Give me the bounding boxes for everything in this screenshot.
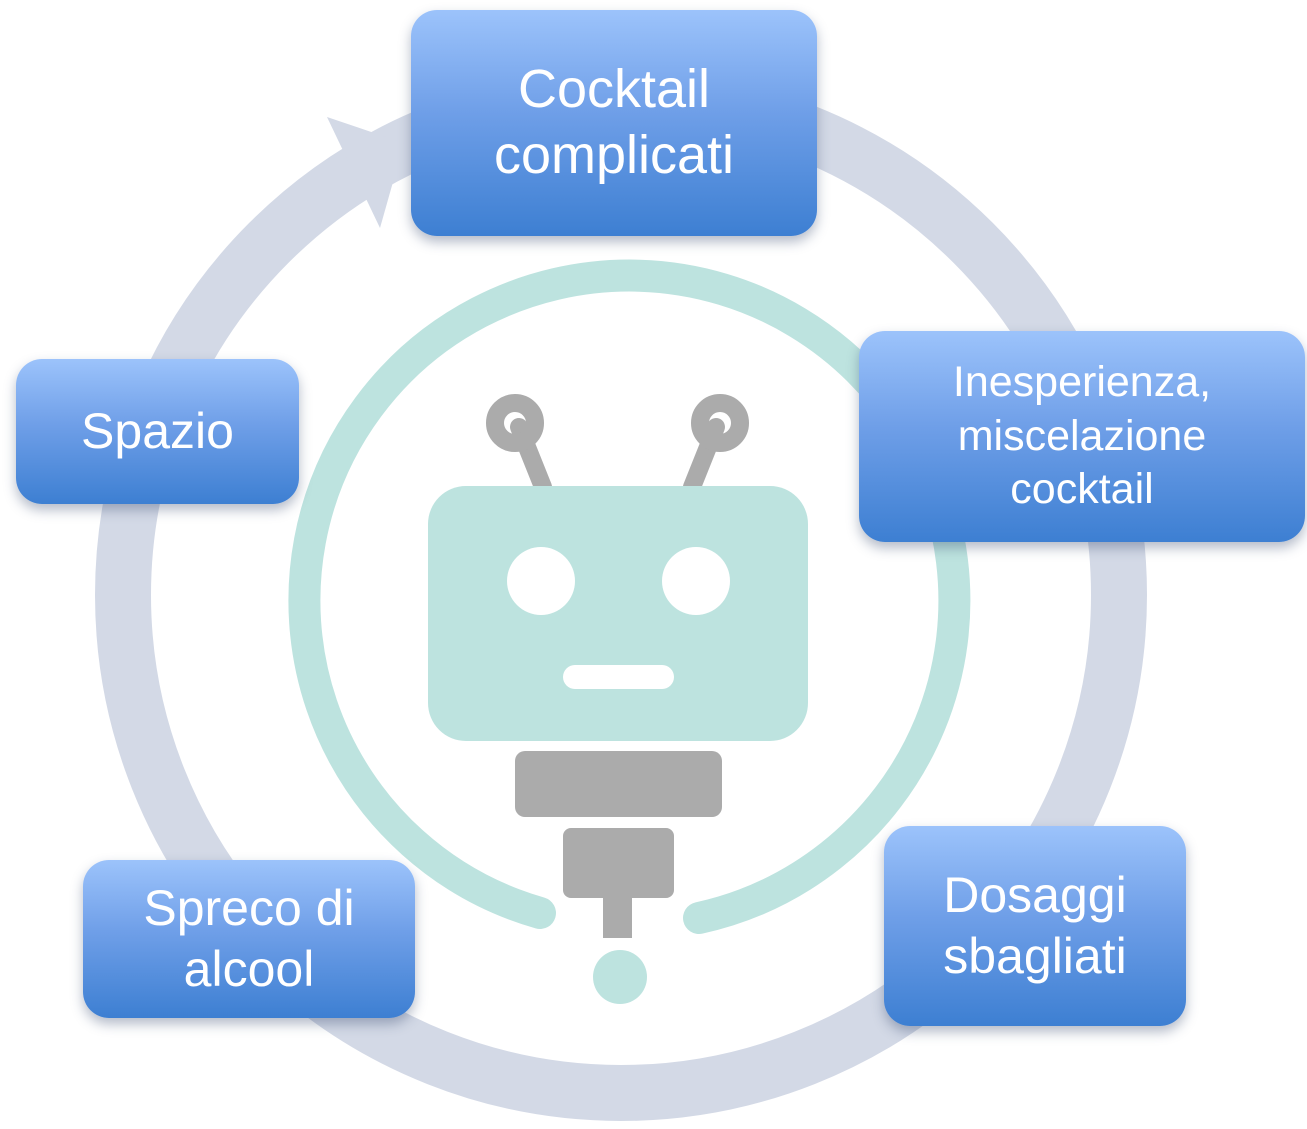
robot-stem bbox=[603, 896, 632, 938]
cycle-arrowhead bbox=[327, 117, 404, 228]
robot-neck bbox=[515, 751, 722, 817]
step-spreco-di-alcool: Spreco di alcool bbox=[83, 860, 415, 1018]
robot-foot-dot bbox=[593, 950, 647, 1004]
robot-halo bbox=[288, 259, 971, 934]
robot-head bbox=[428, 486, 808, 741]
robot-icon bbox=[288, 259, 971, 1004]
right-antenna-ball bbox=[691, 394, 749, 452]
robot-left-eye bbox=[507, 547, 575, 615]
robot-body bbox=[563, 828, 674, 898]
step-label: Spazio bbox=[81, 403, 234, 459]
step-label: Inesperienza, miscelazione cocktail bbox=[952, 357, 1212, 514]
step-label: Spreco di alcool bbox=[143, 880, 355, 997]
step-spazio: Spazio bbox=[16, 359, 299, 504]
robot-mouth bbox=[563, 665, 674, 689]
step-label: Cocktail complicati bbox=[493, 59, 735, 185]
step-cocktail-complicati: Cocktail complicati bbox=[411, 10, 817, 236]
step-inesperienza: Inesperienza, miscelazione cocktail bbox=[859, 331, 1305, 542]
robot-right-eye bbox=[662, 547, 730, 615]
step-dosaggi-sbagliati: Dosaggi sbagliati bbox=[884, 826, 1186, 1026]
step-label: Dosaggi sbagliati bbox=[943, 867, 1127, 984]
left-antenna-ball bbox=[486, 394, 544, 452]
